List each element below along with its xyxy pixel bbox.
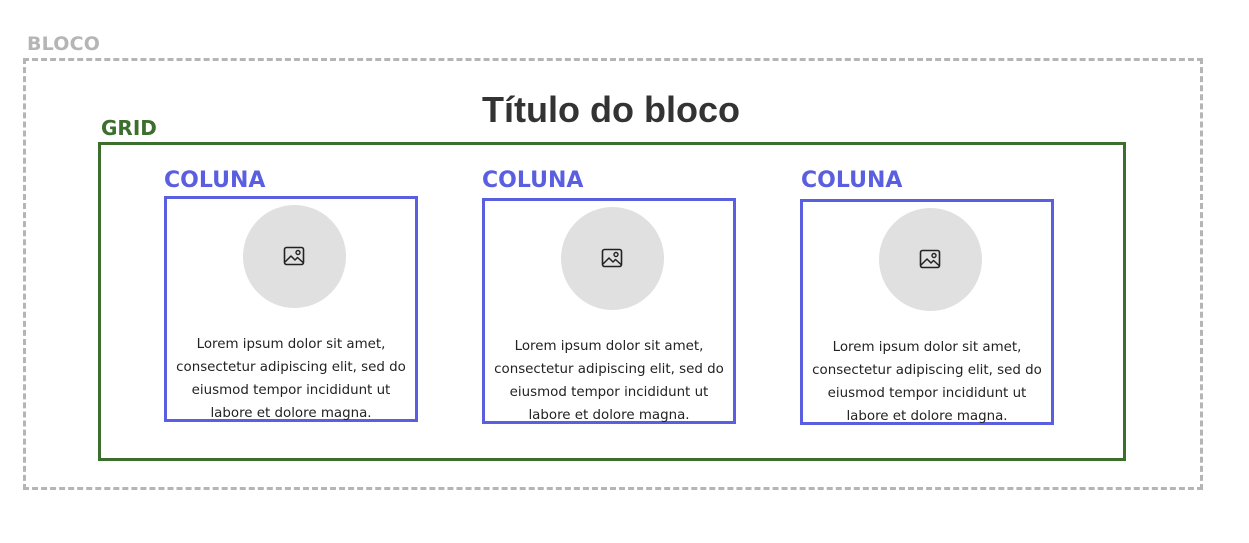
text-line: Lorem ipsum dolor sit amet, — [514, 339, 704, 354]
text-line: labore et dolore magna. — [210, 406, 372, 421]
text-line: eiusmod tempor incididunt ut — [827, 386, 1027, 401]
image-icon — [601, 248, 623, 268]
image-placeholder — [879, 208, 982, 311]
text-line: eiusmod tempor incididunt ut — [509, 385, 709, 400]
image-placeholder — [243, 205, 346, 308]
column-1: Lorem ipsum dolor sit amet, consectetur … — [164, 196, 418, 422]
grid-label: GRID — [101, 116, 157, 140]
text-line: Lorem ipsum dolor sit amet, — [196, 337, 386, 352]
block-title: Título do bloco — [482, 89, 740, 130]
column-text: Lorem ipsum dolor sit amet, consectetur … — [167, 333, 415, 425]
grid-container — [98, 142, 1126, 461]
column-text: Lorem ipsum dolor sit amet, consectetur … — [485, 335, 733, 427]
text-line: eiusmod tempor incididunt ut — [191, 383, 391, 398]
image-icon — [919, 249, 941, 269]
text-line: consectetur adipiscing elit, sed do — [812, 363, 1042, 378]
column-label-2: COLUNA — [482, 168, 584, 193]
column-label-3: COLUNA — [801, 168, 903, 193]
column-label-1: COLUNA — [164, 168, 266, 193]
bloco-label: BLOCO — [27, 33, 101, 55]
image-placeholder — [561, 207, 664, 310]
column-text: Lorem ipsum dolor sit amet, consectetur … — [803, 336, 1051, 428]
text-line: labore et dolore magna. — [528, 408, 690, 423]
text-line: consectetur adipiscing elit, sed do — [176, 360, 406, 375]
text-line: consectetur adipiscing elit, sed do — [494, 362, 724, 377]
text-line: labore et dolore magna. — [846, 409, 1008, 424]
text-line: Lorem ipsum dolor sit amet, — [832, 340, 1022, 355]
column-3: Lorem ipsum dolor sit amet, consectetur … — [800, 199, 1054, 425]
image-icon — [283, 246, 305, 266]
bloco-container — [23, 58, 1203, 490]
column-2: Lorem ipsum dolor sit amet, consectetur … — [482, 198, 736, 424]
